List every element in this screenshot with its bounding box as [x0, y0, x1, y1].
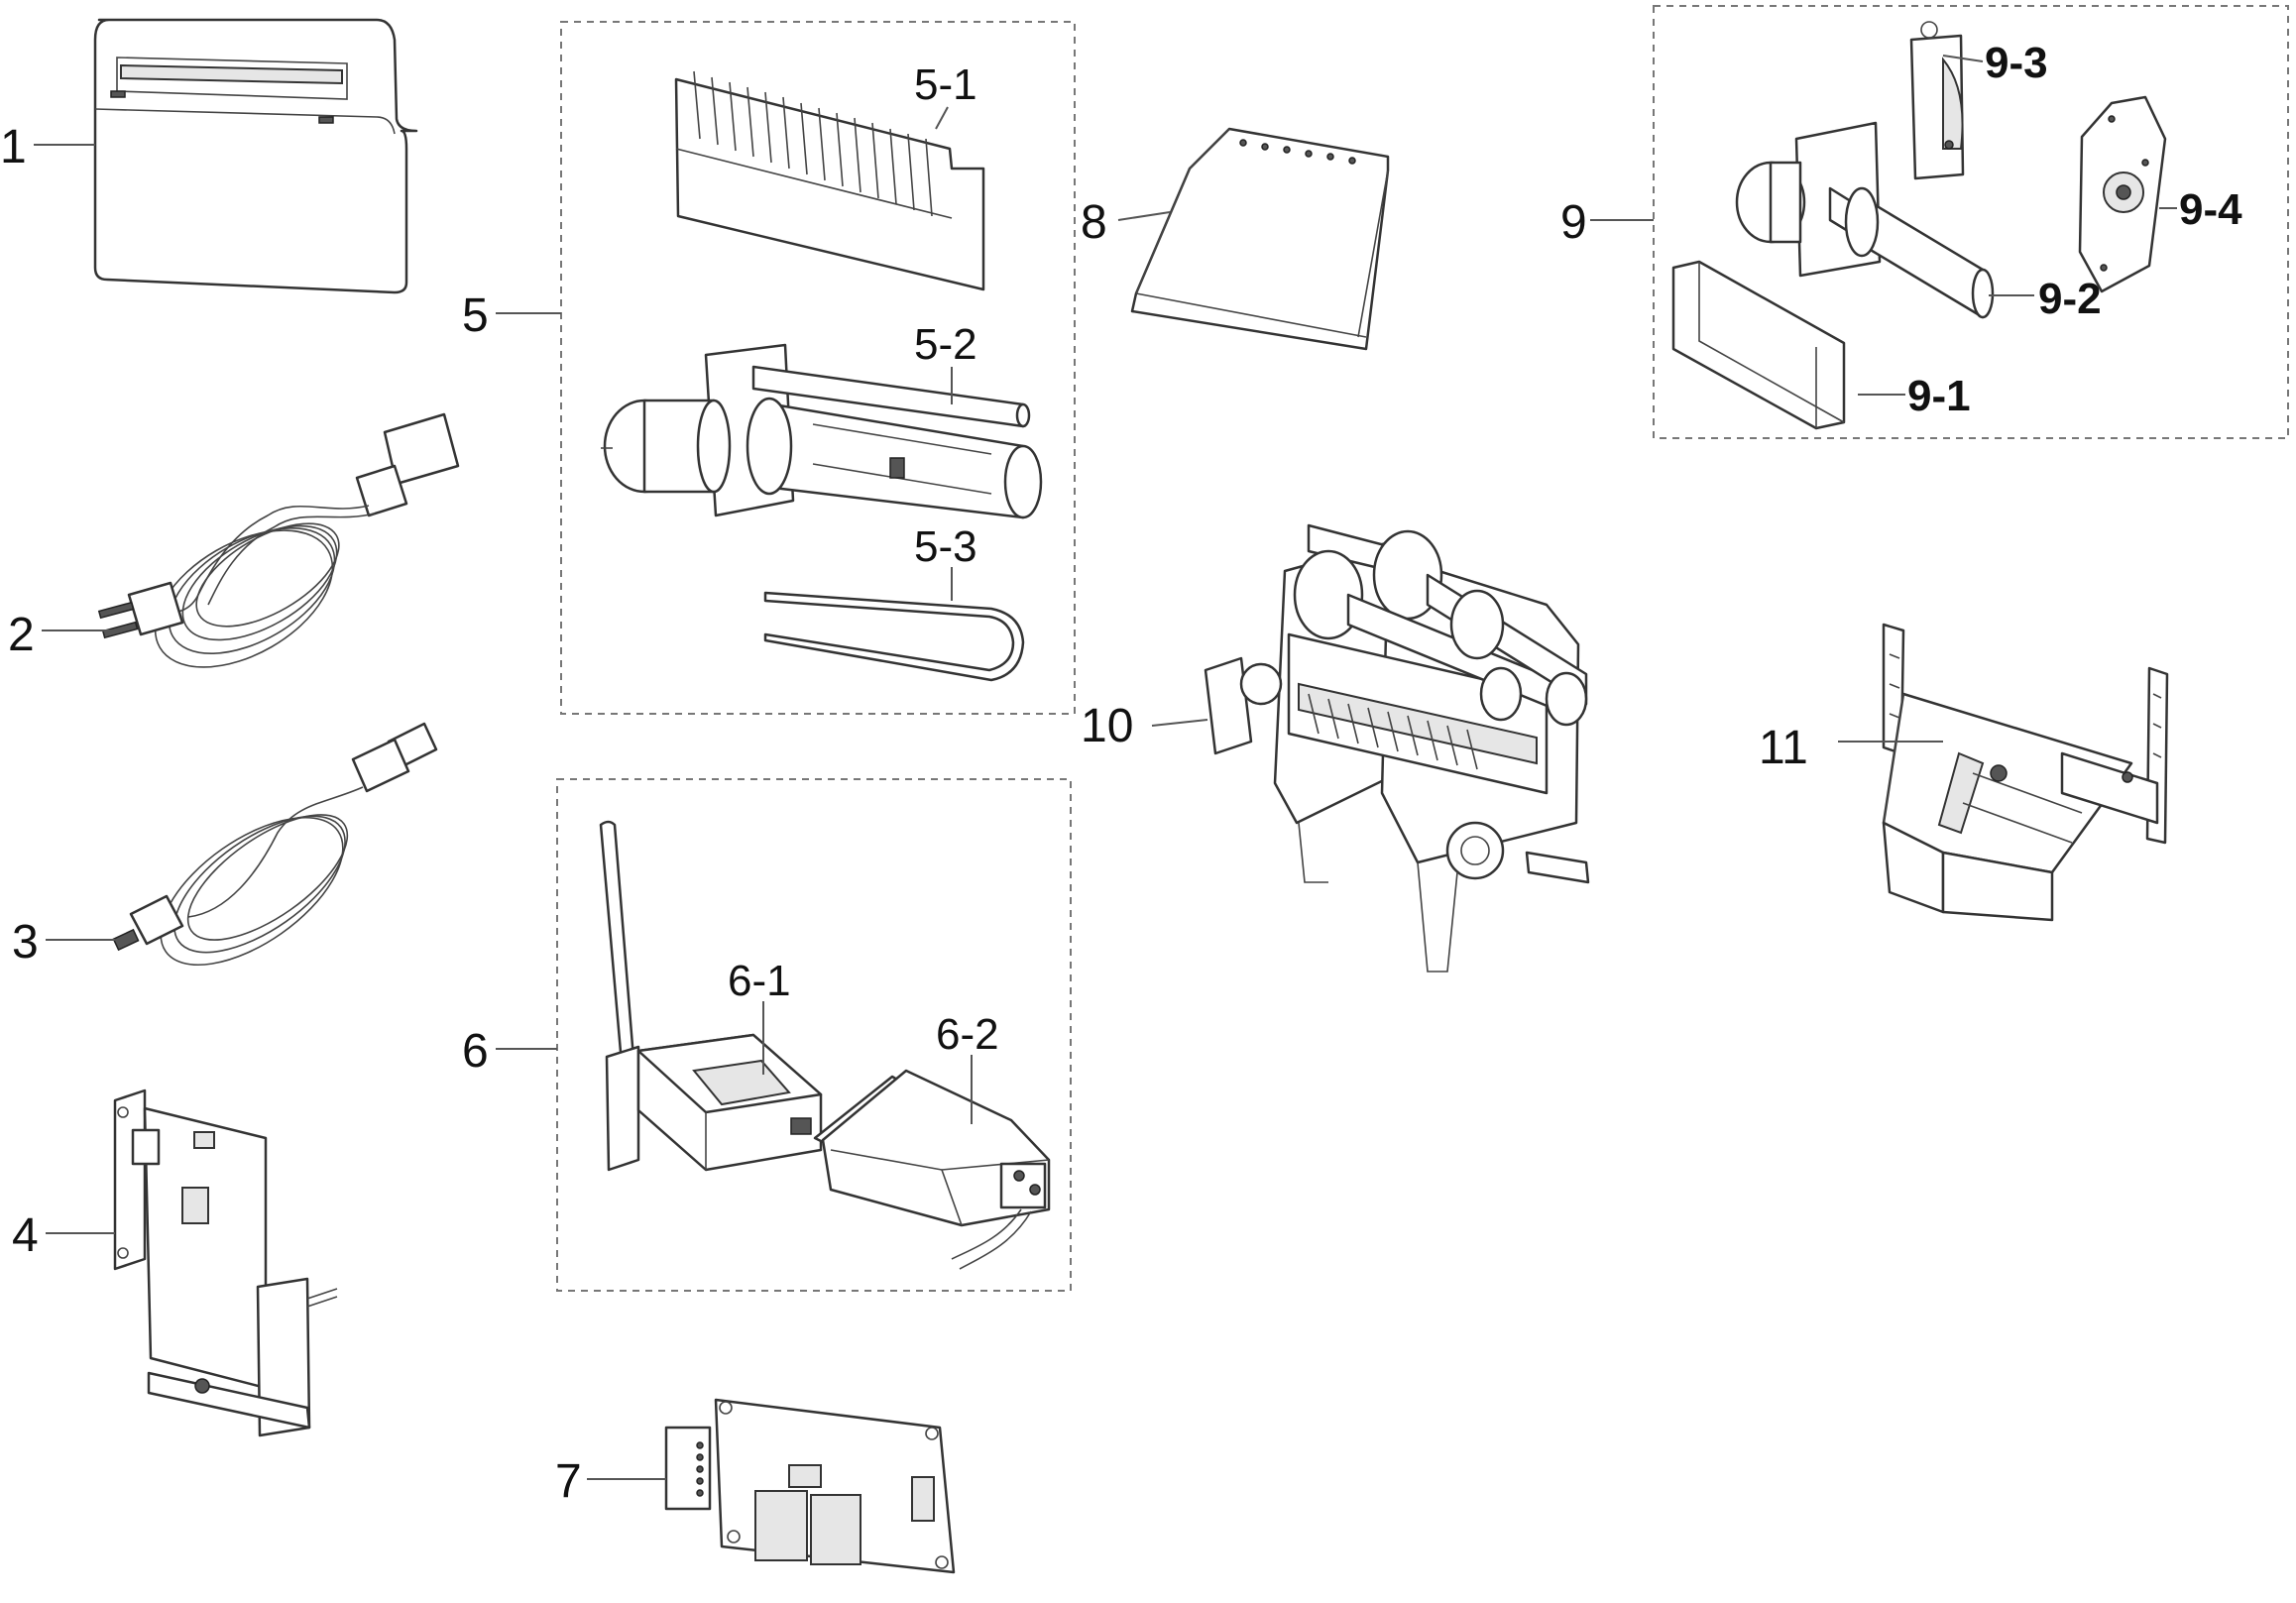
callout-3: 3: [12, 916, 39, 969]
callout-2: 2: [8, 609, 35, 661]
part-9-3: [1909, 21, 1965, 180]
leader-lines: [34, 55, 2177, 1480]
callout-9: 9: [1560, 196, 1587, 249]
part-5-2-spindle-assembly: [601, 343, 1043, 519]
part-9-1-cover: [1671, 260, 1846, 430]
group-6-frame: [556, 778, 1072, 1292]
callout-6-2: 6-2: [936, 1010, 999, 1059]
callout-5-1: 5-1: [914, 60, 977, 109]
part-6-2-module: [813, 1069, 1051, 1270]
callout-9-3: 9-3: [1985, 39, 2048, 87]
callout-9-2: 9-2: [2038, 275, 2102, 323]
callout-6-1: 6-1: [728, 957, 791, 1005]
part-2-power-cord: [97, 412, 460, 668]
callout-7: 7: [555, 1455, 582, 1508]
callout-5: 5: [462, 289, 489, 342]
callout-5-2: 5-2: [914, 320, 977, 369]
callout-1: 1: [0, 121, 27, 173]
group-5-frame: [560, 21, 1076, 715]
part-4-bracket: [113, 1088, 338, 1437]
part-8-tray: [1130, 127, 1390, 351]
callout-9-4: 9-4: [2179, 185, 2242, 234]
group-9-frame: [1653, 5, 2289, 439]
part-5-3-u-pin: [763, 591, 1025, 682]
part-1-cutter-cover: [93, 18, 418, 294]
callout-6: 6: [462, 1025, 489, 1078]
part-6-1-wifi-module: [599, 820, 823, 1172]
callout-4: 4: [12, 1209, 39, 1262]
callout-8: 8: [1081, 196, 1107, 249]
callout-labels: 1 2 3 4 5 5-1 5-2 5-3 6 6-1 6-2 7 8 9 9-…: [0, 39, 2242, 1508]
callout-5-3: 5-3: [914, 522, 977, 571]
part-9-4-plate: [2078, 95, 2167, 293]
part-11-bracket: [1882, 623, 2169, 922]
part-7-board: [664, 1398, 956, 1574]
part-3-usb-cable: [112, 722, 438, 967]
part-10-print-mechanism: [1204, 523, 1590, 973]
part-5-1-tear-bar: [674, 70, 985, 291]
callout-10: 10: [1081, 700, 1133, 752]
part-9-2-spindle: [1735, 121, 1995, 319]
callout-11: 11: [1759, 722, 1808, 774]
callout-9-1: 9-1: [1907, 372, 1971, 420]
